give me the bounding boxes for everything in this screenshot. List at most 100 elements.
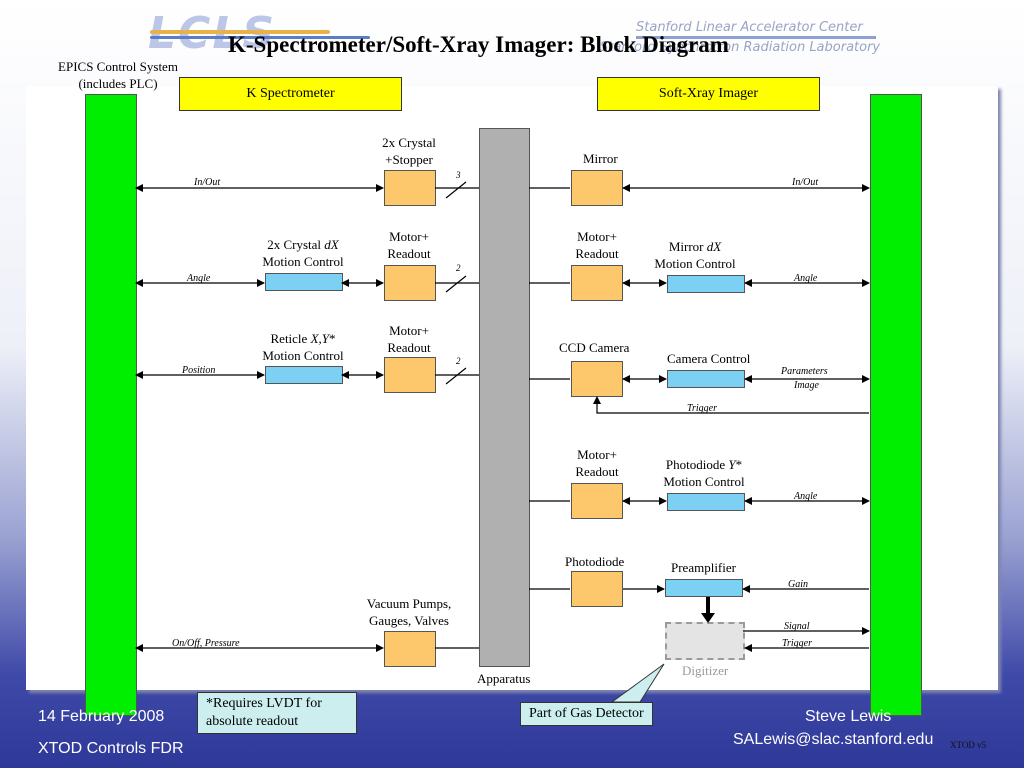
reticle-label-line2: Motion Control bbox=[262, 348, 344, 363]
vacuum-box bbox=[384, 631, 436, 667]
slide-header: LCLS Stanford Linear Accelerator Center … bbox=[0, 0, 1024, 62]
angle-left-label: Angle bbox=[187, 273, 211, 284]
motor-readout-right-b-label: Motor+ Readout bbox=[558, 446, 636, 480]
photodiode-box bbox=[571, 571, 623, 607]
gain-label: Gain bbox=[788, 579, 808, 590]
photodiode-y-label-prefix: Photodiode bbox=[665, 457, 729, 472]
bus-slash-3 bbox=[445, 181, 467, 199]
motor-readout-left-a-label: Motor+ Readout bbox=[370, 228, 448, 262]
slac-logo-bar bbox=[636, 36, 876, 39]
motor-readout-box-right-a bbox=[571, 265, 623, 301]
in-out-right-label: In/Out bbox=[792, 177, 819, 188]
digitizer-box bbox=[665, 622, 745, 660]
crystal-dx-label-var: dX bbox=[324, 237, 339, 252]
gas-detector-callout: Part of Gas Detector bbox=[520, 702, 653, 726]
epics-label-line1: EPICS Control System bbox=[58, 59, 178, 74]
gas-detector-callout-pointer bbox=[610, 663, 665, 703]
crystal-stopper-label-line1: 2x Crystal bbox=[382, 135, 436, 150]
parameters-label: Parameters bbox=[781, 366, 828, 377]
logo-swoosh-gold bbox=[150, 30, 330, 34]
angle-right-a-label: Angle bbox=[794, 273, 818, 284]
position-left-label: Position bbox=[182, 365, 216, 376]
mirror-dx-label-prefix: Mirror bbox=[668, 239, 707, 254]
lvdt-note-line2: absolute readout bbox=[206, 714, 299, 729]
motor-readout-left-b-line2: Readout bbox=[387, 340, 431, 355]
photodiode-y-label-suffix: * bbox=[735, 457, 743, 472]
photodiode-y-label-var: Y bbox=[728, 457, 736, 472]
apparatus-block bbox=[479, 128, 530, 667]
bus-slash-2a bbox=[445, 275, 467, 293]
photodiode-y-label-line2: Motion Control bbox=[663, 474, 745, 489]
bus-slash-2b bbox=[445, 367, 467, 385]
ccd-camera-box bbox=[571, 361, 623, 397]
vacuum-label: Vacuum Pumps, Gauges, Valves bbox=[354, 595, 464, 629]
ccd-camera-label: CCD Camera bbox=[559, 340, 630, 355]
vacuum-label-line1: Vacuum Pumps, bbox=[366, 596, 452, 611]
motor-readout-left-a-line1: Motor+ bbox=[389, 229, 429, 244]
mirror-label: Mirror bbox=[583, 151, 618, 166]
crystal-stopper-label-line2: +Stopper bbox=[385, 152, 433, 167]
trigger-ccd-label: Trigger bbox=[687, 403, 718, 414]
bus-count-3: 3 bbox=[456, 170, 461, 180]
on-off-pressure-label: On/Off, Pressure bbox=[172, 638, 240, 649]
trigger-to-ccd-line bbox=[593, 396, 869, 414]
motor-readout-right-a-label: Motor+ Readout bbox=[558, 228, 636, 262]
preamplifier-label: Preamplifier bbox=[671, 560, 736, 575]
footer-email: SALewis@slac.stanford.edu bbox=[733, 731, 934, 748]
reticle-label: Reticle X,Y* Motion Control bbox=[238, 330, 368, 364]
slide-title: K-Spectrometer/Soft-Xray Imager: Block D… bbox=[228, 32, 729, 57]
logo-swoosh-blue bbox=[150, 36, 370, 39]
motor-readout-right-a-line2: Readout bbox=[575, 246, 619, 261]
preamp-to-digitizer-arrowhead bbox=[701, 613, 715, 623]
slac-org-line1: Stanford Linear Accelerator Center bbox=[636, 20, 863, 35]
reticle-label-prefix: Reticle bbox=[270, 331, 311, 346]
slac-org-line2: Stanford Synchrotron Radiation Laborator… bbox=[600, 40, 881, 55]
footer-date: 14 February 2008 bbox=[38, 708, 165, 725]
motor-readout-left-a-line2: Readout bbox=[387, 246, 431, 261]
motor-readout-left-b-line1: Motor+ bbox=[389, 323, 429, 338]
angle-right-b-label: Angle bbox=[794, 491, 818, 502]
epics-label-line2: (includes PLC) bbox=[78, 76, 158, 91]
apparatus-label: Apparatus bbox=[477, 671, 531, 686]
crystal-dx-label-line2: Motion Control bbox=[262, 254, 344, 269]
signal-label: Signal bbox=[784, 621, 810, 632]
soft-xray-imager-header: Soft-Xray Imager bbox=[597, 77, 820, 111]
lvdt-note-callout: *Requires LVDT for absolute readout bbox=[197, 692, 357, 734]
crystal-dx-label-prefix: 2x Crystal bbox=[267, 237, 325, 252]
footer-event: XTOD Controls FDR bbox=[38, 740, 184, 757]
bus-count-2a: 2 bbox=[456, 263, 461, 273]
image-label: Image bbox=[794, 380, 819, 391]
mirror-dx-label-line1: Mirror dX bbox=[640, 238, 750, 255]
trigger-digitizer-label: Trigger bbox=[782, 638, 813, 649]
motor-readout-right-b-line2: Readout bbox=[575, 464, 619, 479]
in-out-left-label: In/Out bbox=[194, 177, 221, 188]
epics-bar-left bbox=[85, 94, 137, 716]
footer-version: XTOD v5 bbox=[950, 740, 987, 750]
motor-readout-box-left-b bbox=[384, 357, 436, 393]
photodiode-label: Photodiode bbox=[565, 554, 625, 569]
footer-author: Steve Lewis bbox=[805, 708, 892, 725]
epics-label: EPICS Control System (includes PLC) bbox=[40, 58, 196, 92]
crystal-stopper-label: 2x Crystal +Stopper bbox=[370, 134, 448, 168]
motor-readout-box-left-a bbox=[384, 265, 436, 301]
digitizer-label: Digitizer bbox=[682, 663, 729, 678]
crystal-dx-label-line1: 2x Crystal dX bbox=[238, 236, 368, 253]
k-spectrometer-header: K Spectrometer bbox=[179, 77, 402, 111]
motor-readout-right-b-line1: Motor+ bbox=[577, 447, 617, 462]
mirror-dx-label: Mirror dX Motion Control bbox=[640, 238, 750, 272]
reticle-label-suffix: * bbox=[329, 331, 336, 346]
photodiode-y-label-line1: Photodiode Y* bbox=[645, 456, 763, 473]
mirror-dx-label-line2: Motion Control bbox=[654, 256, 736, 271]
photodiode-y-label: Photodiode Y* Motion Control bbox=[645, 456, 763, 490]
bus-count-2b: 2 bbox=[456, 356, 461, 366]
camera-control-label: Camera Control bbox=[667, 351, 751, 366]
reticle-label-line1: Reticle X,Y* bbox=[238, 330, 368, 347]
crystal-dx-label: 2x Crystal dX Motion Control bbox=[238, 236, 368, 270]
mirror-dx-label-var: dX bbox=[706, 239, 722, 254]
vacuum-label-line2: Gauges, Valves bbox=[369, 613, 449, 628]
lvdt-note-line1: *Requires LVDT for bbox=[206, 696, 322, 711]
motor-readout-left-b-label: Motor+ Readout bbox=[370, 322, 448, 356]
motor-readout-right-a-line1: Motor+ bbox=[577, 229, 617, 244]
epics-bar-right bbox=[870, 94, 922, 716]
